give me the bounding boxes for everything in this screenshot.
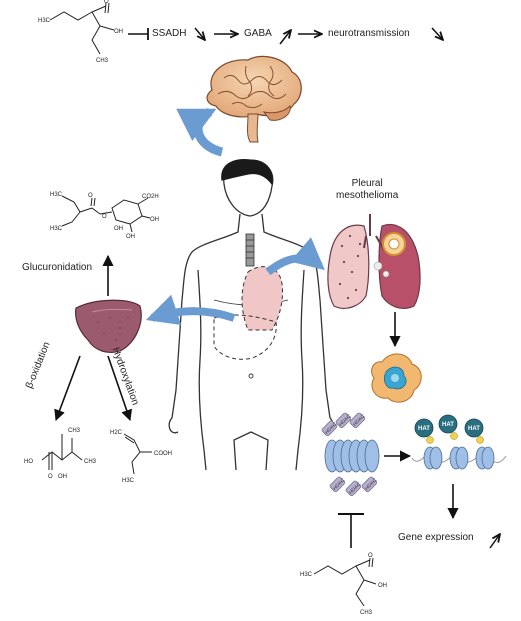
chem-ch3: CH3 bbox=[360, 610, 373, 616]
hdac-label: HDAC bbox=[348, 481, 363, 496]
tumor-cell-icon bbox=[371, 353, 422, 403]
lungs-icon bbox=[327, 214, 421, 309]
chem-ho: HO bbox=[24, 459, 33, 465]
beta-oxidation-product bbox=[41, 434, 83, 470]
chem-h3c: H3C bbox=[300, 572, 313, 578]
hdac-label: HDAC bbox=[332, 477, 347, 492]
chem-cooh: COOH bbox=[154, 451, 172, 457]
chem-ch3: CH3 bbox=[96, 58, 109, 64]
pleural-mesothelioma-label: Pleural mesothelioma bbox=[336, 178, 399, 201]
hdac-label: HDAC bbox=[352, 413, 367, 428]
arrow-beta-oxidation bbox=[54, 355, 81, 422]
nucleosome-hat: HAT HAT HAT bbox=[411, 414, 507, 470]
chem-o: O bbox=[104, 0, 109, 5]
human-outline-icon bbox=[168, 158, 334, 471]
chem-h3c: H3C bbox=[122, 478, 135, 484]
hat-label: HAT bbox=[468, 426, 480, 432]
chem-h3c: H3C bbox=[38, 18, 51, 24]
chem-oh: OH bbox=[126, 234, 135, 240]
chem-h3c: H3C bbox=[50, 226, 63, 232]
valproate-structure-bottom bbox=[313, 557, 377, 607]
brain-icon bbox=[206, 55, 302, 143]
arrow-hydroxylation bbox=[107, 355, 133, 422]
chem-oh: OH bbox=[150, 217, 159, 223]
liver-icon bbox=[75, 299, 142, 353]
glucuronide-structure bbox=[61, 195, 151, 233]
chem-oh: OH bbox=[114, 29, 123, 35]
ssadh-label: SSADH bbox=[152, 28, 187, 39]
hat-label: HAT bbox=[418, 426, 430, 432]
gaba-label: GABA bbox=[244, 28, 272, 39]
glucuronidation-label: Glucuronidation bbox=[22, 262, 93, 273]
chem-o: O bbox=[102, 214, 107, 220]
hydroxylation-product bbox=[123, 433, 152, 475]
blue-arrow-to-brain bbox=[176, 107, 224, 157]
chem-oh: OH bbox=[114, 226, 123, 232]
down-arrow-ssadh bbox=[194, 27, 205, 40]
hat-label: HAT bbox=[442, 422, 454, 428]
chem-co2h: CO2H bbox=[142, 194, 159, 200]
blue-arrow-to-liver bbox=[145, 294, 236, 326]
chem-o: O bbox=[368, 553, 373, 559]
blue-arrow-to-lungs bbox=[265, 237, 325, 276]
chem-oh: OH bbox=[378, 583, 387, 589]
chem-o: O bbox=[88, 193, 93, 199]
up-arrow-gene-expression bbox=[489, 534, 500, 549]
chem-o: O bbox=[48, 474, 53, 480]
chem-h2c: H2C bbox=[110, 430, 123, 436]
trachea-icon bbox=[245, 233, 255, 267]
neurotransmission-label: neurotransmission bbox=[328, 28, 410, 39]
body-liver-outline bbox=[213, 314, 277, 360]
chem-h3c: H3C bbox=[50, 192, 63, 198]
down-arrow-neurotransmission bbox=[431, 27, 443, 40]
chem-ch3: CH3 bbox=[84, 459, 97, 465]
chem-ch3: CH3 bbox=[68, 428, 81, 434]
nucleosome-hdac: HDAC HDAC HDAC HDAC HDAC HDAC bbox=[321, 412, 380, 497]
up-arrow-gaba bbox=[279, 30, 291, 45]
chem-oh: OH bbox=[58, 474, 67, 480]
body-lung-highlight bbox=[241, 266, 283, 331]
hdac-label: HDAC bbox=[364, 477, 379, 492]
valproate-structure-top: H3C O OH CH3 bbox=[38, 0, 123, 64]
gene-expression-label: Gene expression bbox=[398, 532, 474, 543]
